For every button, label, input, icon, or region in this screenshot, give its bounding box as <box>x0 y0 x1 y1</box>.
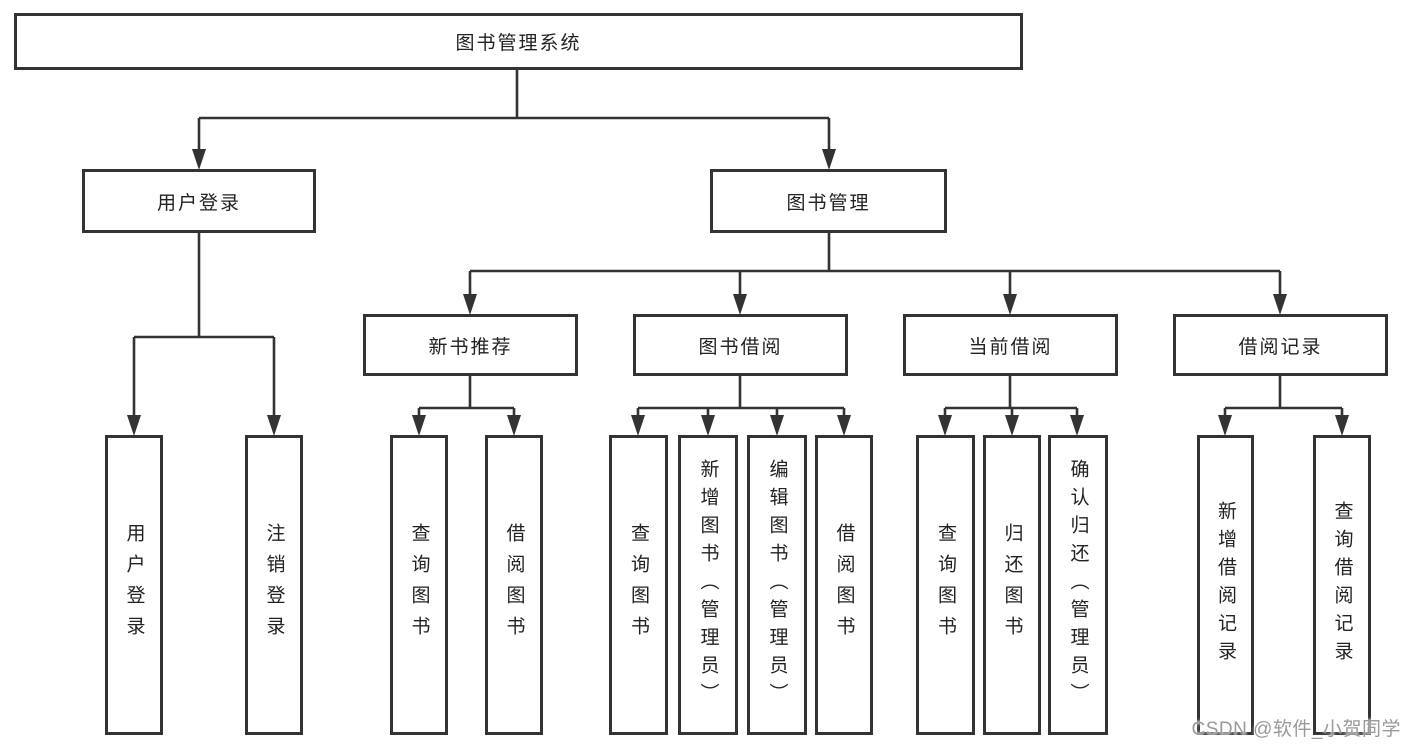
node-new-book-recommend: 新书推荐 <box>363 314 578 376</box>
leaf-return-books: 归还图书 <box>983 435 1041 735</box>
node-root-book-management-system: 图书管理系统 <box>14 13 1023 70</box>
leaf-add-books-admin: 新增图书（管理员） <box>678 435 738 735</box>
node-borrowing-records: 借阅记录 <box>1173 314 1388 376</box>
leaf-query-books-3: 查询图书 <box>916 435 975 735</box>
leaf-borrow-books-1: 借阅图书 <box>485 435 543 735</box>
tree-edges <box>132 69 1344 417</box>
leaf-user-login: 用户登录 <box>105 435 163 735</box>
leaf-confirm-return-admin: 确认归还（管理员） <box>1048 435 1108 735</box>
node-user-login-branch: 用户登录 <box>82 169 316 233</box>
leaf-query-books-2: 查询图书 <box>609 435 668 735</box>
leaf-query-borrow-record: 查询借阅记录 <box>1313 435 1371 735</box>
leaf-query-books-1: 查询图书 <box>390 435 448 735</box>
leaf-logout: 注销登录 <box>245 435 303 735</box>
leaf-borrow-books-2: 借阅图书 <box>815 435 873 735</box>
node-book-borrowing: 图书借阅 <box>633 314 848 376</box>
node-current-borrowing: 当前借阅 <box>903 314 1118 376</box>
csdn-watermark: CSDN @软件_小贺同学 <box>1191 719 1401 740</box>
node-book-management-branch: 图书管理 <box>710 169 947 233</box>
leaf-edit-books-admin: 编辑图书（管理员） <box>747 435 807 735</box>
leaf-add-borrow-record: 新增借阅记录 <box>1197 435 1254 735</box>
arrowheads <box>127 149 1349 436</box>
